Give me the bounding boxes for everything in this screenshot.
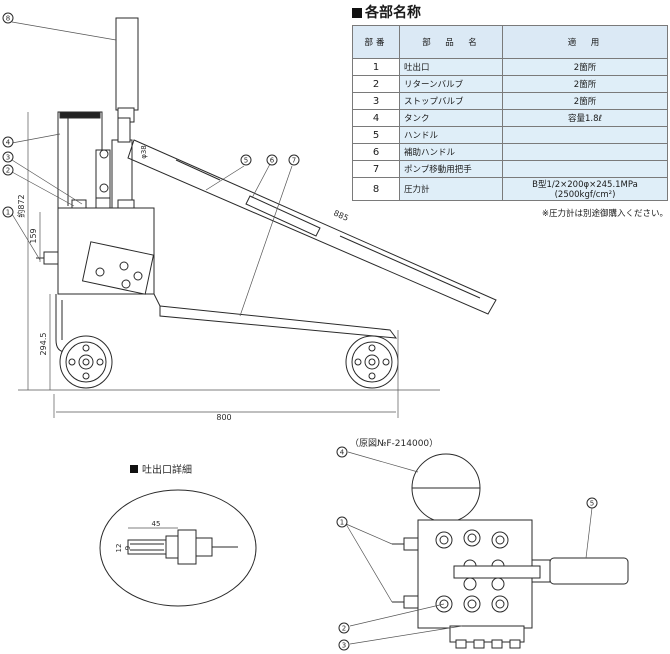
handle-top — [549, 557, 629, 585]
dim-outlet-b: 9 — [124, 546, 132, 550]
dim-handle-length: 885 — [332, 208, 350, 222]
dim-outlet-a: 12 — [115, 544, 123, 553]
svg-text:3: 3 — [342, 642, 346, 650]
parts-table-header: 部番 部 品 名 適 用 — [352, 25, 668, 59]
callout-8: 8 — [2, 12, 14, 24]
svg-text:5: 5 — [590, 500, 594, 508]
wheel-right — [345, 335, 399, 389]
carry-handle — [159, 305, 398, 339]
dim-handle-dia: φ38 — [140, 145, 148, 159]
callout-3: 3 — [2, 151, 14, 163]
callout-top-3: 3 — [338, 639, 350, 651]
outlet-detail-title: 吐出口詳細 — [142, 463, 192, 476]
dim-height-frame: 294.5 — [39, 333, 48, 356]
outlet-detail: 吐出口詳細 45 12 9 — [99, 463, 257, 607]
tank — [57, 111, 103, 209]
callout-top-1: 1 — [336, 516, 348, 528]
header-application: 適 用 — [502, 25, 668, 59]
svg-text:3: 3 — [6, 154, 10, 162]
dim-height-outlet: 159 — [29, 228, 38, 243]
top-view: （原図№F-214000） — [336, 438, 629, 651]
side-view: 800 約872 159 294.5 885 φ38 8 4 3 2 1 5 6… — [2, 12, 497, 422]
svg-text:2: 2 — [6, 167, 10, 175]
callout-top-2: 2 — [338, 622, 350, 634]
callout-6: 6 — [266, 154, 278, 166]
wheel-left — [59, 335, 113, 389]
dim-outlet-length: 45 — [152, 520, 161, 528]
callout-7: 7 — [288, 154, 300, 166]
callout-1: 1 — [2, 206, 14, 218]
title-square-icon — [352, 8, 362, 18]
callout-top-5: 5 — [586, 497, 598, 509]
svg-text:4: 4 — [340, 449, 345, 457]
svg-text:6: 6 — [270, 157, 275, 165]
header-part-name: 部 品 名 — [399, 25, 503, 59]
callout-2: 2 — [2, 164, 14, 176]
callout-top-4: 4 — [336, 446, 348, 458]
callout-4: 4 — [2, 136, 14, 148]
parts-table-title: 各部名称 — [352, 2, 668, 22]
dim-height-total: 約872 — [16, 194, 26, 217]
svg-text:5: 5 — [244, 157, 248, 165]
svg-text:8: 8 — [6, 15, 10, 23]
callout-5: 5 — [240, 154, 252, 166]
header-part-no: 部番 — [352, 25, 400, 59]
svg-text:2: 2 — [342, 625, 346, 633]
svg-text:7: 7 — [292, 157, 296, 165]
svg-text:4: 4 — [6, 139, 11, 147]
svg-text:1: 1 — [6, 209, 10, 217]
dim-width: 800 — [216, 413, 231, 422]
pressure-gauge — [115, 17, 139, 111]
drawing-reference: （原図№F-214000） — [350, 438, 438, 449]
svg-text:1: 1 — [340, 519, 344, 527]
handle — [127, 139, 497, 315]
parts-note: ※圧力計は別途御購入ください。 — [541, 209, 668, 219]
